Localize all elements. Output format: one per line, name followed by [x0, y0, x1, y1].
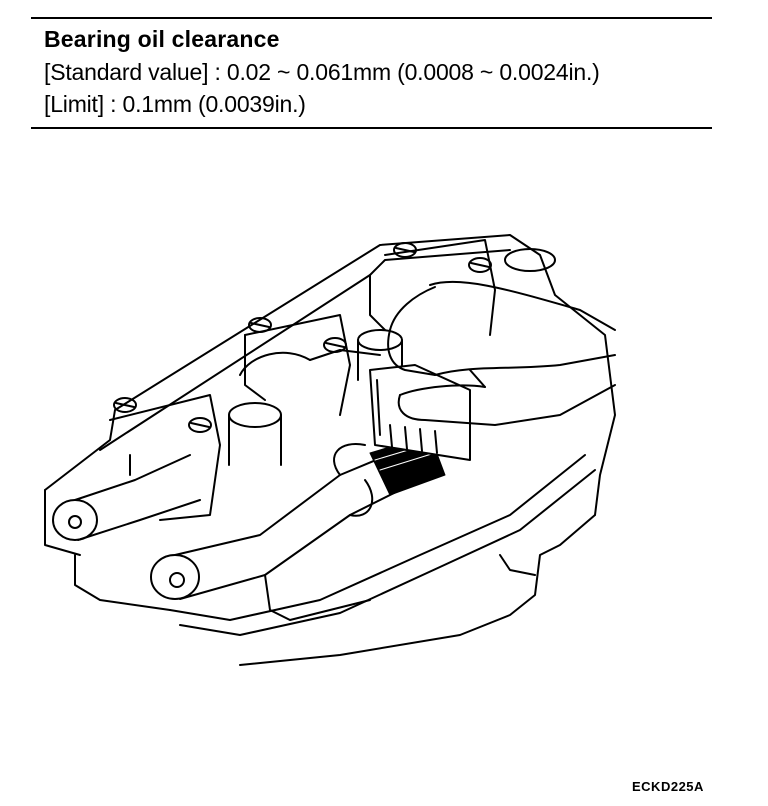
spec-block: Bearing oil clearance [Standard value] :…	[44, 22, 724, 120]
limit-line: [Limit] : 0.1mm (0.0039in.)	[44, 91, 306, 117]
figure-code: ECKD225A	[632, 779, 704, 794]
front-camshaft	[150, 443, 411, 621]
valve-lifter-bores	[228, 248, 556, 466]
plastigage-scale-card	[369, 364, 471, 461]
hand	[387, 280, 616, 426]
top-rule	[31, 17, 712, 19]
rear-camshaft	[52, 349, 381, 541]
camshaft-illustration	[44, 234, 616, 666]
head-gasket-rail	[169, 454, 596, 636]
bearing-caps	[109, 239, 496, 521]
bottom-rule	[31, 127, 712, 129]
head-bolts	[113, 242, 492, 433]
cylinder-head-outline	[44, 234, 616, 666]
standard-value-line: [Standard value] : 0.02 ~ 0.061mm (0.000…	[44, 59, 600, 85]
spec-title: Bearing oil clearance	[44, 26, 280, 52]
